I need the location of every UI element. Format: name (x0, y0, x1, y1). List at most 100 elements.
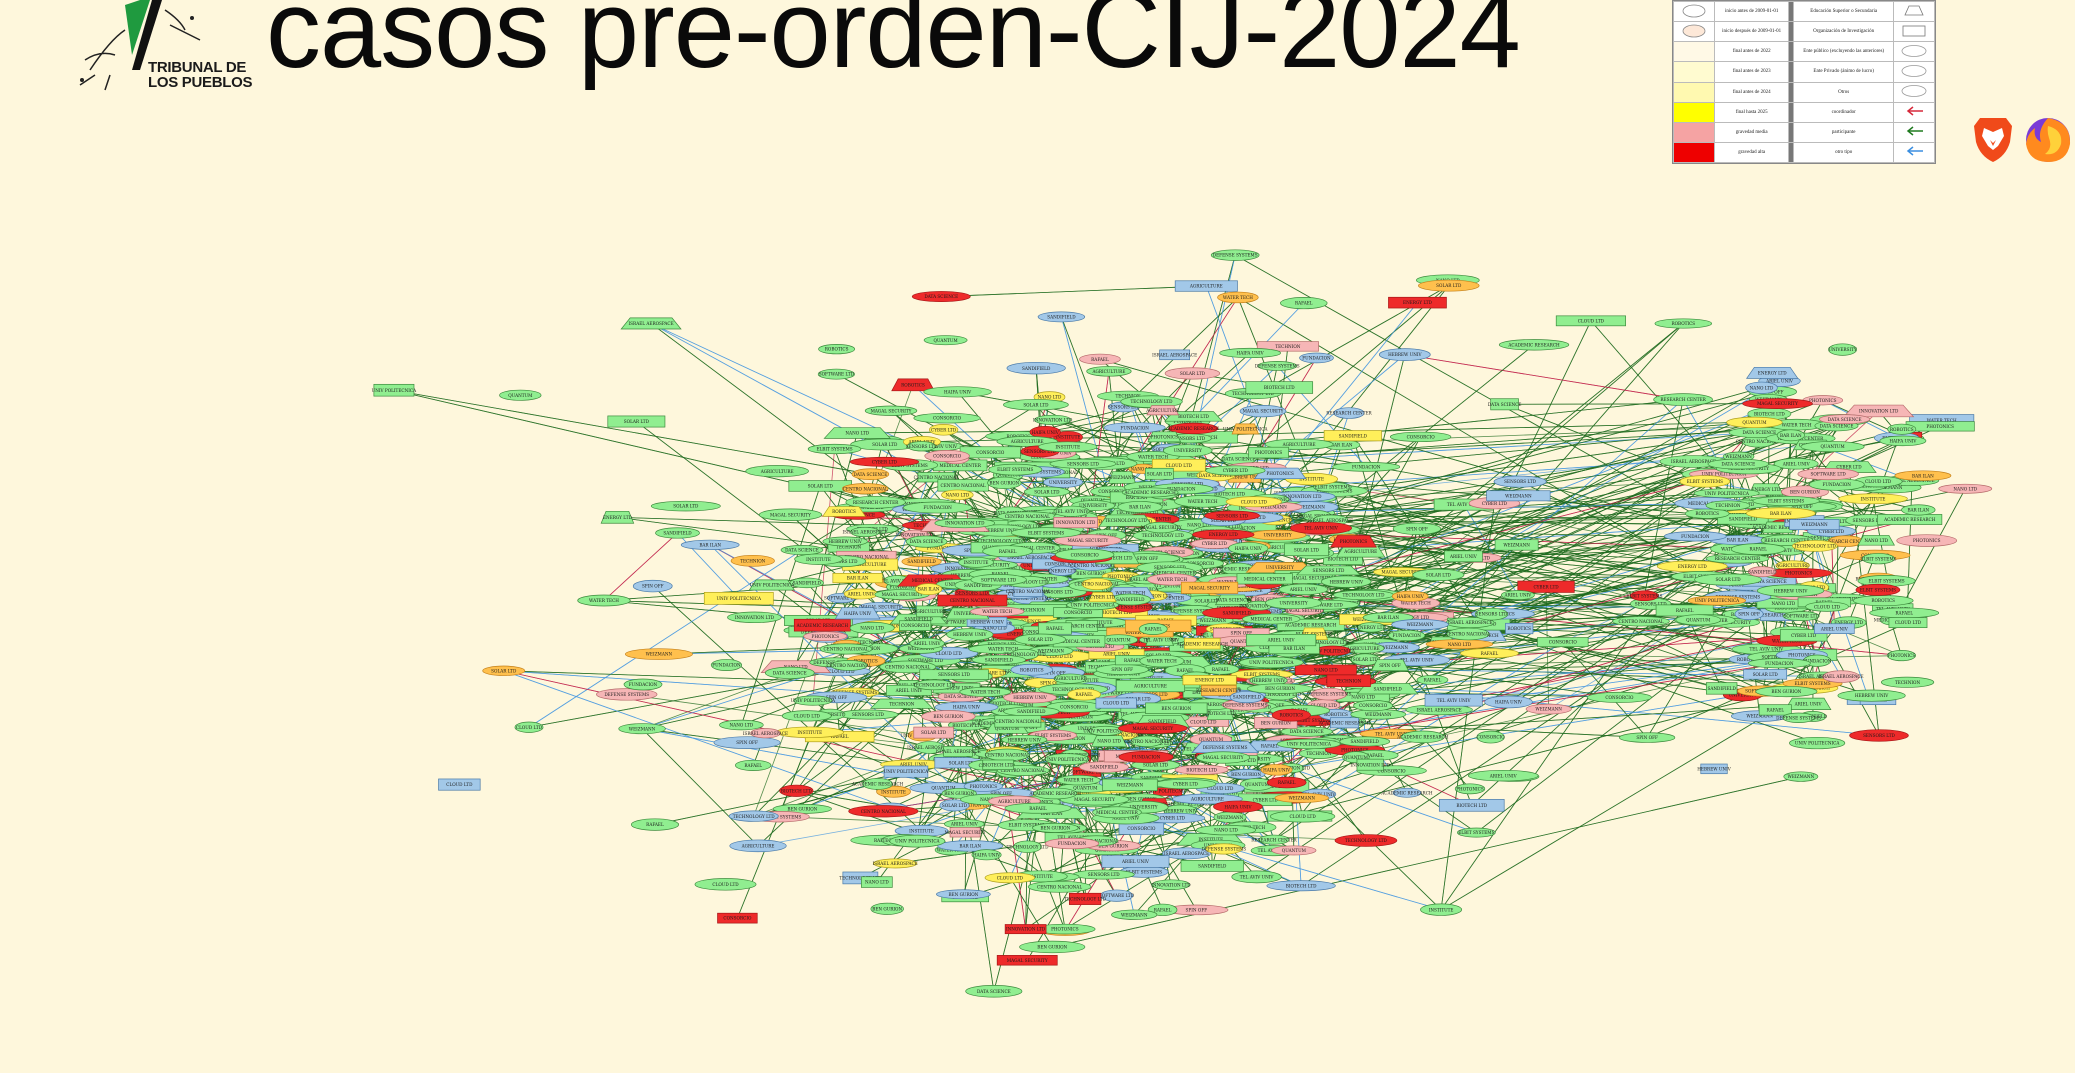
graph-node[interactable]: AGRICULTURE (745, 465, 809, 478)
graph-node[interactable]: SPIN OFF (1734, 607, 1764, 621)
graph-node[interactable]: INSTITUTE (794, 553, 843, 565)
graph-node[interactable]: HEBREW UNIV (822, 536, 868, 547)
graph-node[interactable]: SOLAR LTD (1412, 568, 1465, 582)
graph-node[interactable]: TEL AVIV UNIV (1053, 505, 1090, 517)
graph-node[interactable]: ARIEL UNIV (843, 588, 879, 600)
graph-node[interactable]: CENTRO NACIONAL (1612, 616, 1670, 627)
graph-node[interactable]: RAFAEL (1266, 776, 1307, 789)
graph-node[interactable]: HAIFA UNIV (1484, 695, 1533, 709)
graph-node[interactable]: BAR ILAN (937, 840, 1004, 852)
graph-node[interactable]: CENTRO NACIONAL (1027, 880, 1092, 893)
graph-node[interactable]: SPIN OFF (632, 579, 673, 593)
graph-node[interactable]: AGRICULTURE (912, 605, 946, 618)
graph-node[interactable]: DATA SCIENCE (851, 468, 890, 480)
graph-node[interactable]: SOLAR LTD (482, 665, 526, 676)
graph-node[interactable]: SOLAR LTD (1023, 486, 1070, 497)
graph-node[interactable]: RAFAEL (1758, 704, 1792, 716)
graph-node[interactable]: AGRICULTURE (1336, 545, 1386, 558)
graph-node[interactable]: CONSORCIO (1537, 637, 1589, 648)
graph-node[interactable]: QUANTUM (499, 389, 542, 401)
graph-node[interactable]: SENSORS LTD (837, 709, 899, 720)
graph-node[interactable]: CLOUD LTD (1888, 617, 1928, 629)
graph-node[interactable]: INSTITUTE (1420, 903, 1463, 916)
graph-node[interactable]: SANDIFIELD (901, 556, 942, 567)
graph-node[interactable]: RESEARCH CENTER (1653, 393, 1713, 406)
graph-node[interactable]: SOLAR LTD (650, 500, 721, 512)
graph-node[interactable]: BIOTECH LTD (779, 784, 814, 797)
graph-node[interactable]: FUNDACION (1664, 531, 1727, 542)
graph-node[interactable]: SOLAR LTD (607, 415, 666, 428)
graph-node[interactable]: NANO LTD (1425, 639, 1494, 650)
graph-node[interactable]: NANO LTD (719, 719, 764, 731)
graph-node[interactable]: SPIN OFF (1370, 659, 1409, 672)
graph-node[interactable]: UNIV POLITECNICA (703, 591, 774, 605)
graph-node[interactable]: ROBOTICS (822, 506, 866, 517)
graph-node[interactable]: CONSORCIO (913, 412, 981, 424)
graph-node[interactable]: ELBIT SYSTEMS (1679, 475, 1731, 488)
graph-node[interactable]: ELBIT SYSTEMS (1457, 827, 1496, 838)
graph-node[interactable]: CENTRO NACIONAL (997, 511, 1058, 522)
graph-node[interactable]: UNIV POLITECNICA (1276, 738, 1341, 750)
graph-node[interactable]: INNOVATION LTD (727, 611, 782, 624)
graph-node[interactable]: FUNDACION (710, 659, 743, 671)
graph-node[interactable]: RESEARCH CENTER (1326, 407, 1373, 419)
graph-node[interactable]: WATER TECH (1174, 495, 1232, 508)
graph-node[interactable]: RESEARCH CENTER (1251, 834, 1298, 845)
graph-node[interactable]: UNIV POLITECNICA (372, 383, 417, 397)
graph-node[interactable]: ARIEL UNIV (944, 819, 985, 829)
graph-node[interactable]: BAR ILAN (680, 539, 740, 551)
graph-node[interactable]: SANDIFIELD (1037, 311, 1086, 323)
graph-node[interactable]: BEN GURION (987, 476, 1022, 489)
graph-node[interactable]: WEIZMANN (1213, 811, 1247, 823)
graph-node[interactable]: RAFAEL (735, 759, 772, 771)
graph-node[interactable]: DATA SCIENCE (1488, 398, 1522, 411)
graph-node[interactable]: NANO LTD (1196, 824, 1257, 836)
graph-node[interactable]: BEN GURION (1032, 822, 1079, 833)
graph-node[interactable]: WEIZMANN (1783, 771, 1819, 782)
graph-node[interactable]: MAGAL SECURITY (1239, 404, 1287, 418)
graph-node[interactable]: MAGAL SECURITY (758, 508, 823, 521)
graph-node[interactable]: RESEARCH CENTER (1705, 553, 1770, 564)
graph-node[interactable]: SPIN OFF (1619, 732, 1676, 743)
graph-node[interactable]: CYBER LTD (928, 424, 959, 436)
graph-node[interactable]: FUNDACION (1332, 461, 1401, 472)
graph-node[interactable]: ACADEMIC RESEARCH (1380, 787, 1433, 798)
graph-node[interactable]: SANDIFIELD (1079, 761, 1129, 773)
graph-node[interactable]: AGRICULTURE (729, 839, 787, 853)
graph-node[interactable]: ENERGY LTD (1388, 296, 1447, 309)
graph-node[interactable]: SPIN OFF (713, 736, 781, 749)
graph-node[interactable]: ROBOTICS (1010, 663, 1053, 676)
graph-node[interactable]: WATER TECH (577, 594, 631, 607)
graph-node[interactable]: TECHNOLOGY LTD (913, 679, 956, 691)
graph-node[interactable]: WEIZMANN (1494, 539, 1539, 551)
graph-node[interactable]: ELBIT SYSTEMS (807, 443, 862, 455)
graph-node[interactable]: ROBOTICS (1654, 318, 1713, 329)
graph-node[interactable]: WEIZMANN (1525, 703, 1572, 715)
graph-node[interactable]: SANDIFIELD (1339, 736, 1391, 747)
graph-node[interactable]: ACADEMIC RESEARCH (1498, 339, 1570, 351)
graph-node[interactable]: TECHNION (869, 698, 934, 709)
graph-node[interactable]: UNIV POLITECNICA (1693, 488, 1760, 499)
graph-node[interactable]: ENERGY LTD (1357, 622, 1387, 633)
graph-node[interactable]: SOLAR LTD (1694, 573, 1762, 586)
graph-node[interactable]: SENSORS LTD (1493, 475, 1547, 488)
graph-node[interactable]: WEIZMANN (618, 723, 666, 735)
graph-node[interactable]: ACADEMIC RESEARCH (793, 618, 851, 632)
graph-node[interactable]: RAFAEL (1869, 607, 1940, 619)
graph-node[interactable]: MAGAL SECURITY (864, 405, 918, 416)
graph-node[interactable]: TECHNION (730, 554, 775, 567)
graph-node[interactable]: INNOVATION LTD (1053, 516, 1098, 529)
graph-node[interactable]: CLOUD LTD (1555, 315, 1626, 327)
graph-node[interactable]: CENTRO NACIONAL (848, 805, 919, 818)
graph-node[interactable]: BIOTECH LTD (1266, 880, 1336, 892)
graph-node[interactable]: QUANTUM (1271, 845, 1317, 856)
graph-node[interactable]: FUNDACION (1388, 629, 1426, 642)
graph-node[interactable]: SANDIFIELD (1705, 682, 1738, 695)
graph-node[interactable]: ISRAEL AEROSPACE (873, 858, 918, 869)
graph-node[interactable]: WEIZMANN (1108, 471, 1136, 484)
graph-node[interactable]: PHOTONICS (803, 631, 848, 642)
graph-node[interactable]: RAFAEL (1416, 674, 1449, 685)
graph-node[interactable]: WEIZMANN (1789, 519, 1840, 531)
graph-node[interactable]: NANO LTD (1938, 483, 1993, 494)
graph-node[interactable]: BIOTECH LTD (1438, 799, 1505, 812)
